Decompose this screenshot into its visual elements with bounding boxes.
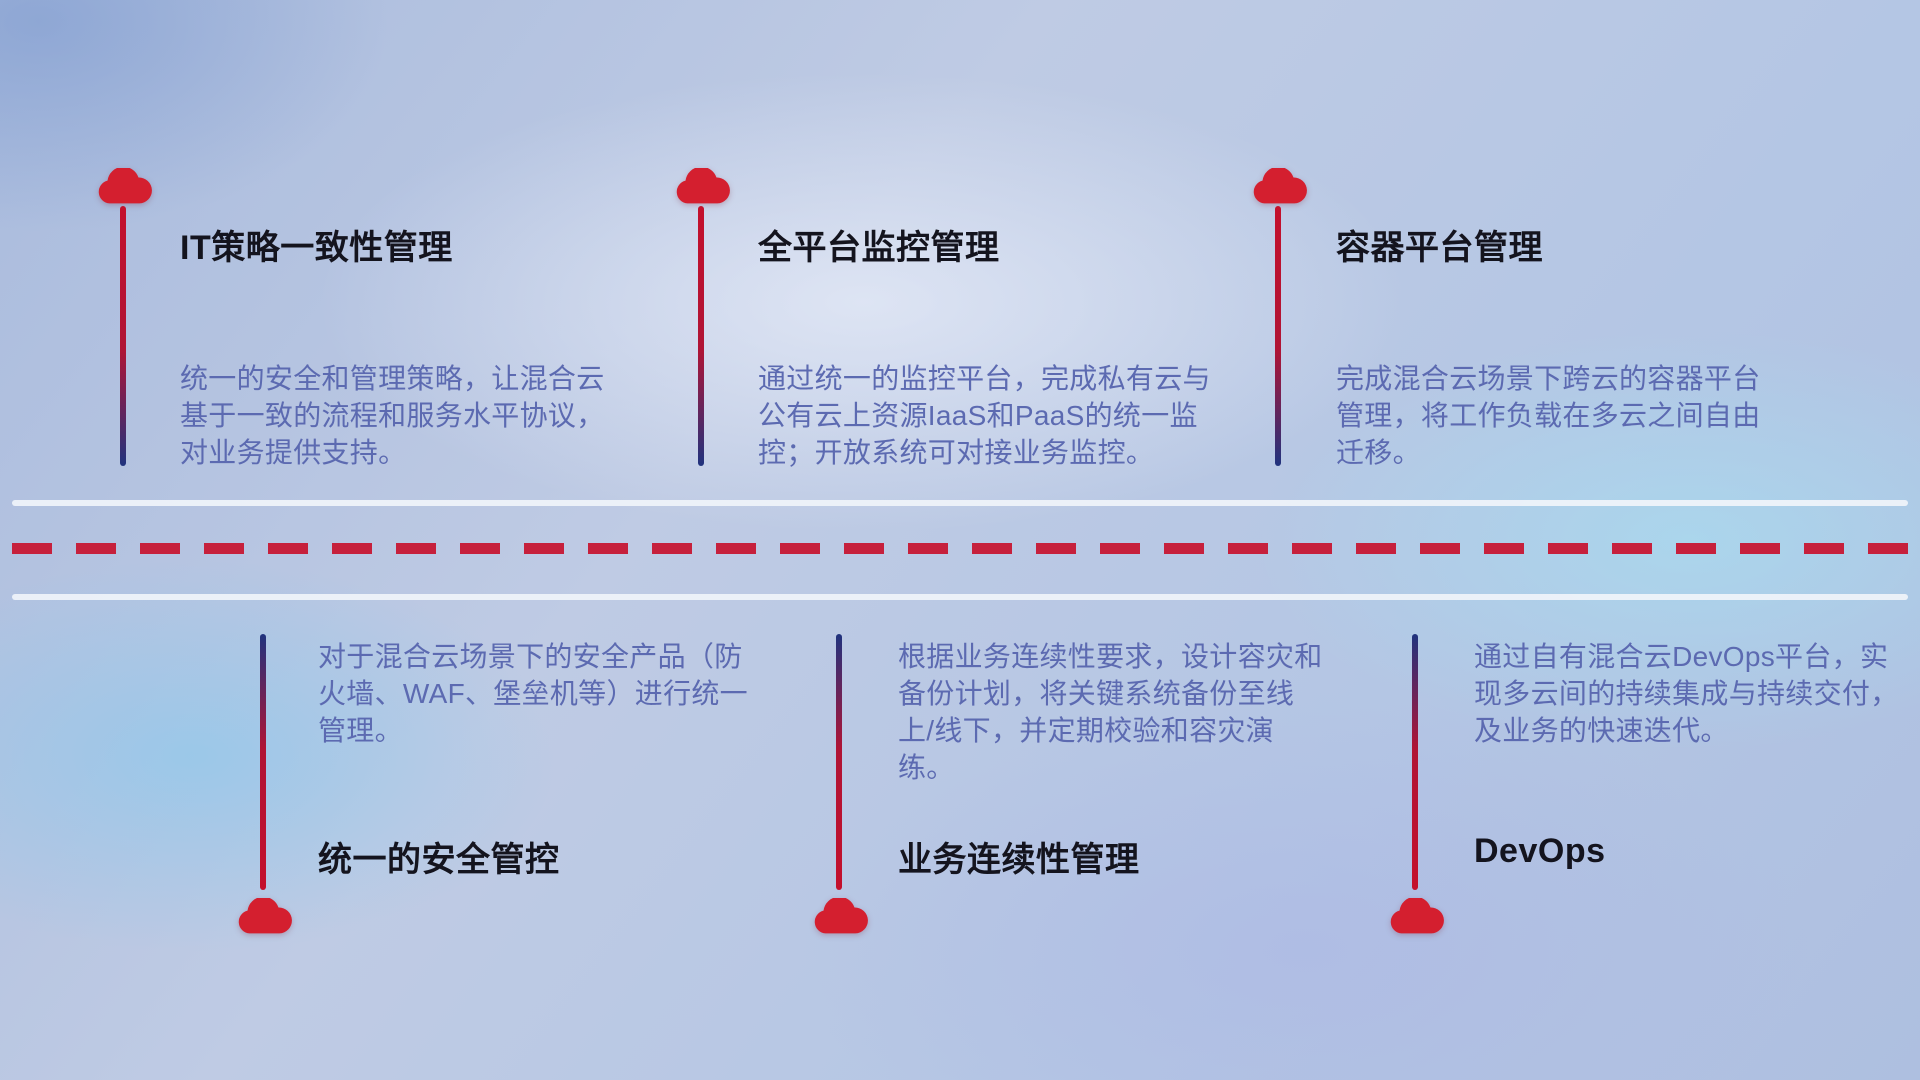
cloud-icon xyxy=(810,898,868,936)
capability-description: 完成混合云场景下跨云的容器平台管理，将工作负载在多云之间自由迁移。 xyxy=(1336,363,1761,468)
capability-title: 业务连续性管理 xyxy=(898,841,1140,879)
capability-title: 统一的安全管控 xyxy=(318,841,560,879)
cloud-icon xyxy=(672,168,730,206)
capability-description: 根据业务连续性要求，设计容灾和备份计划，将关键系统备份至线上/线下，并定期校验和… xyxy=(898,641,1323,783)
timeline-connector xyxy=(1412,634,1418,890)
divider-dashed xyxy=(12,543,1908,554)
divider-solid-top xyxy=(12,500,1908,506)
timeline-connector xyxy=(698,206,704,466)
cloud-icon xyxy=(1249,168,1307,206)
capability-title: 全平台监控管理 xyxy=(758,229,1000,267)
capability-description: 统一的安全和管理策略，让混合云基于一致的流程和服务水平协议，对业务提供支持。 xyxy=(180,363,605,468)
timeline-connector xyxy=(836,634,842,890)
cloud-icon xyxy=(234,898,292,936)
timeline-connector xyxy=(1275,206,1281,466)
divider-solid-bottom xyxy=(12,594,1908,600)
capability-description: 对于混合云场景下的安全产品（防火墙、WAF、堡垒机等）进行统一管理。 xyxy=(318,641,748,746)
capability-description: 通过统一的监控平台，完成私有云与公有云上资源IaaS和PaaS的统一监控；开放系… xyxy=(758,363,1211,468)
capability-title: DevOps xyxy=(1474,832,1606,870)
timeline-connector xyxy=(120,206,126,466)
capability-title: IT策略一致性管理 xyxy=(180,229,453,267)
cloud-icon xyxy=(1386,898,1444,936)
timeline-connector xyxy=(260,634,266,890)
cloud-icon xyxy=(94,168,152,206)
capability-title: 容器平台管理 xyxy=(1336,229,1543,267)
capability-description: 通过自有混合云DevOps平台，实现多云间的持续集成与持续交付，及业务的快速迭代… xyxy=(1474,641,1899,746)
